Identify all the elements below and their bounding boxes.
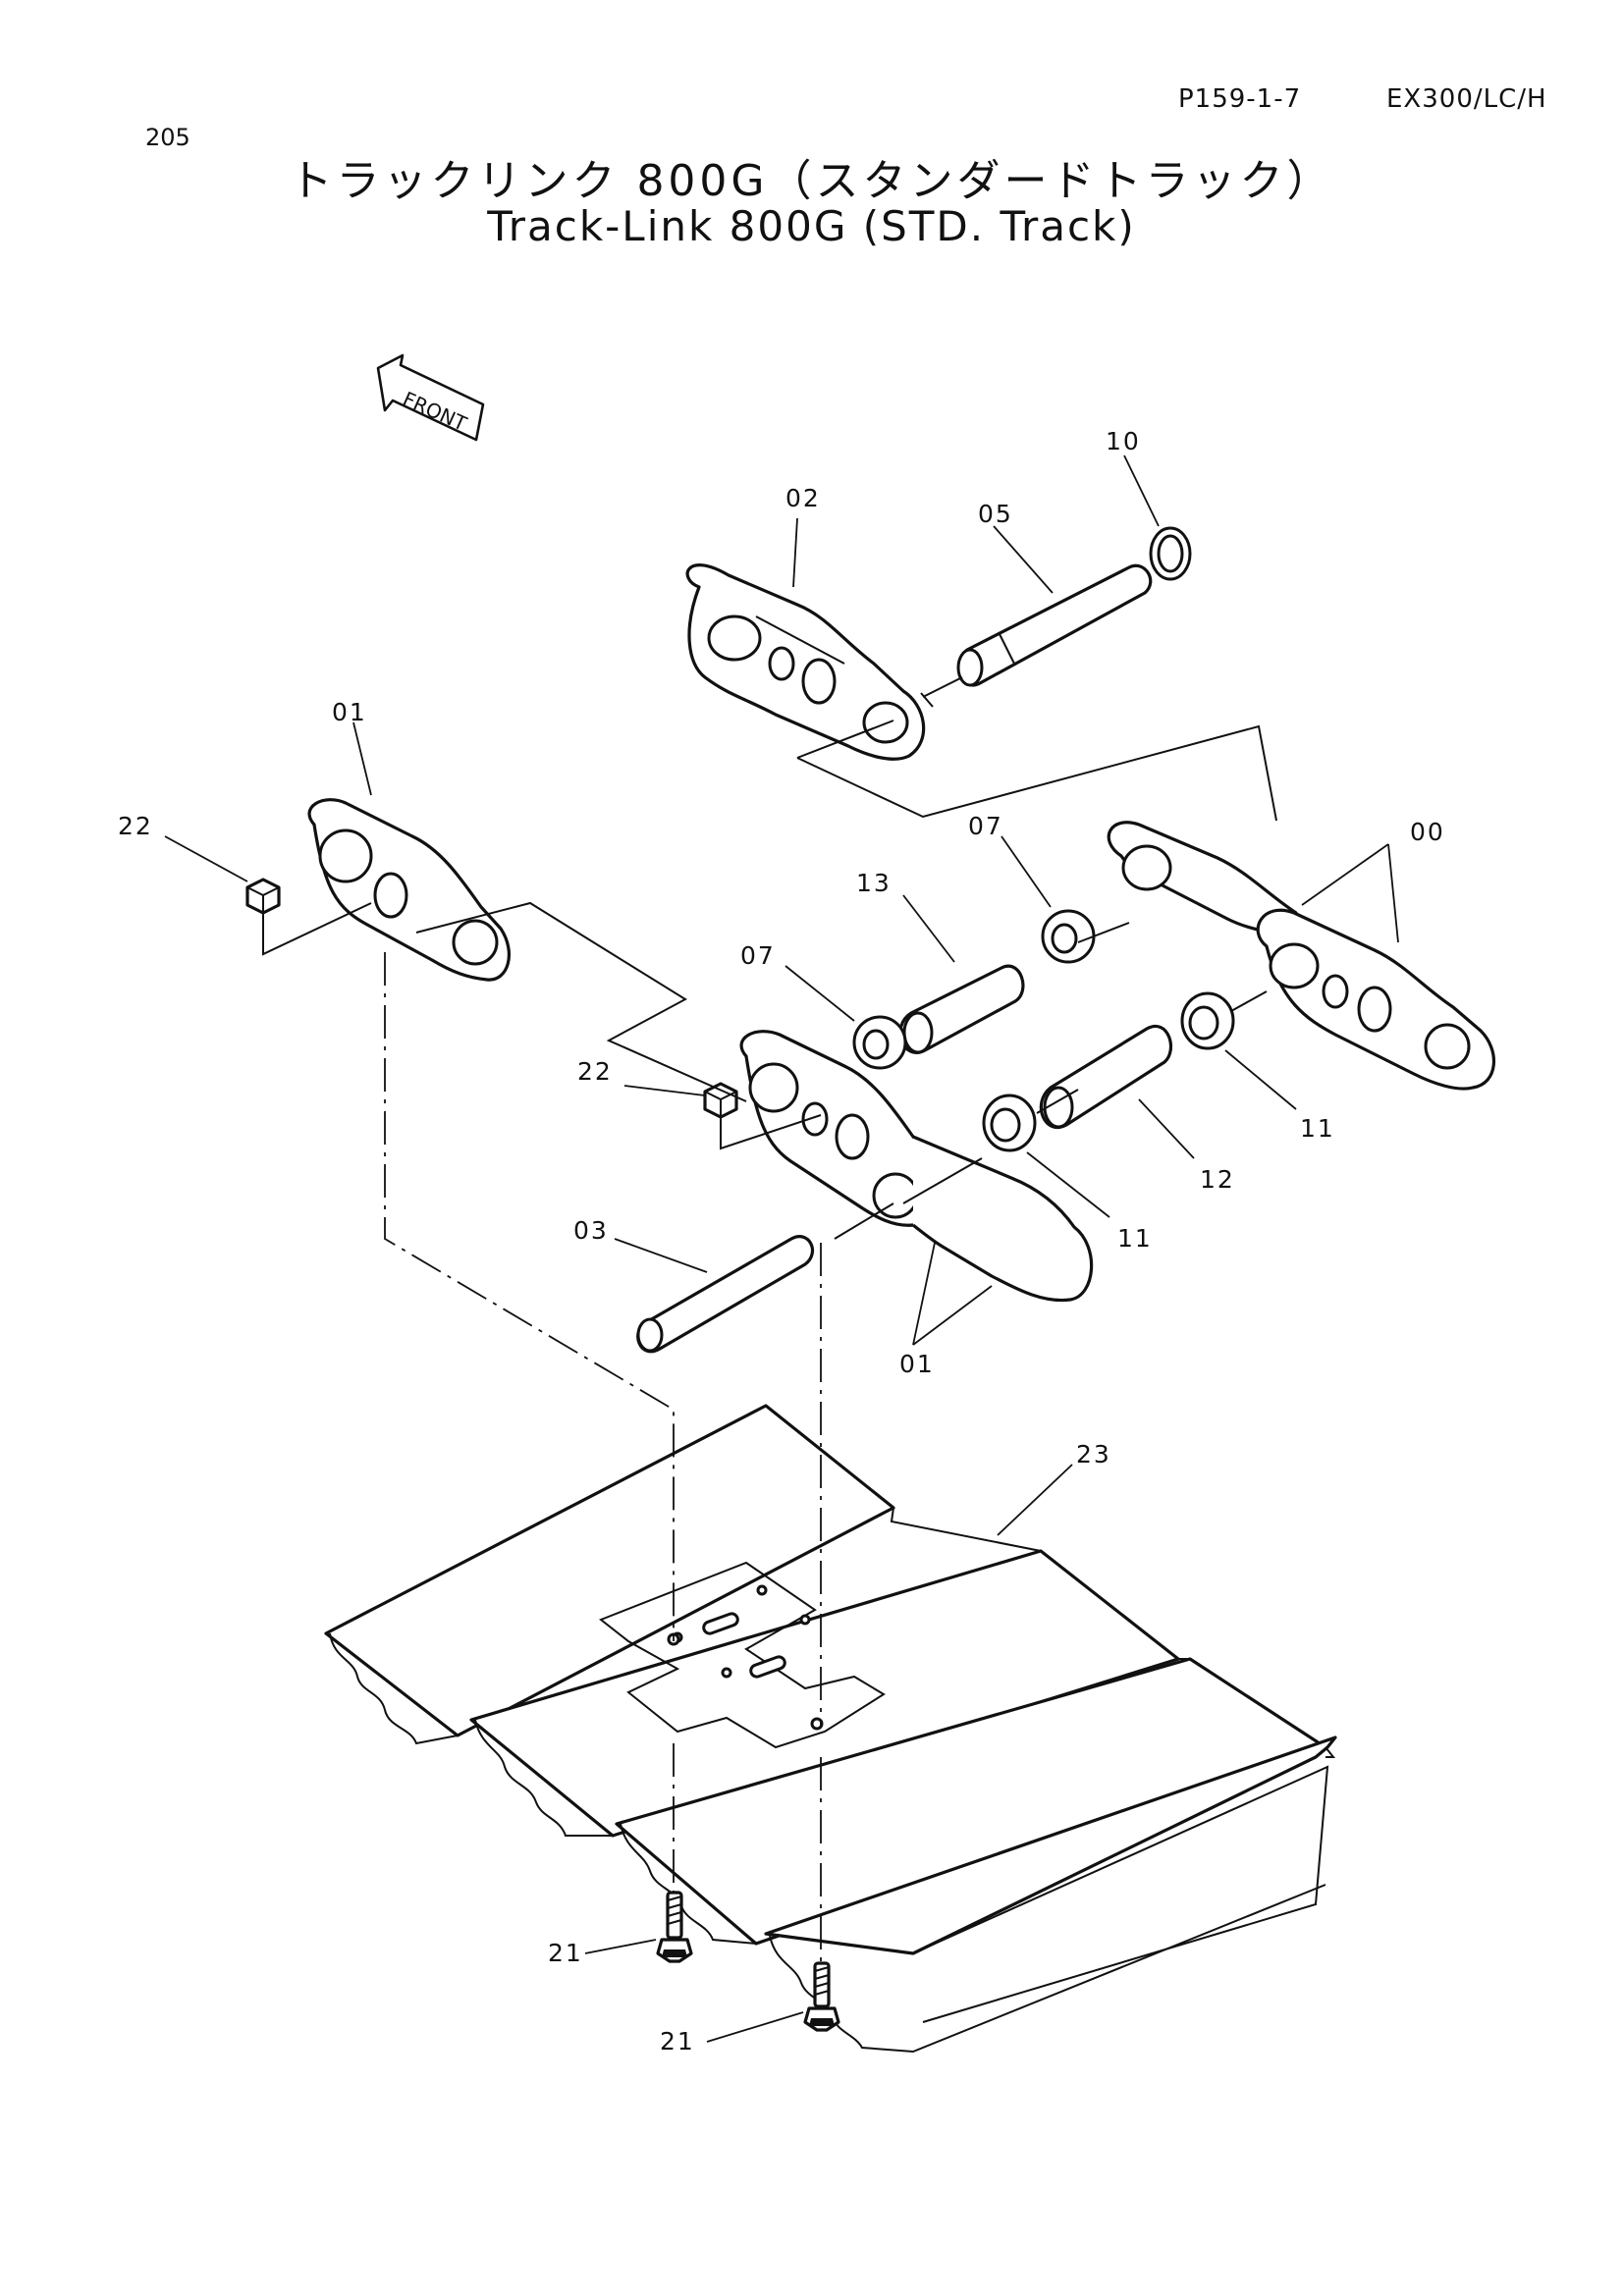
part-05-pin bbox=[956, 563, 1153, 687]
callout-21-upper: 21 bbox=[548, 1939, 583, 1967]
callout-00: 00 bbox=[1410, 818, 1445, 846]
callout-11-lower: 11 bbox=[1117, 1224, 1153, 1253]
part-01-link-lower bbox=[739, 1030, 1094, 1303]
callout-22-lower: 22 bbox=[577, 1057, 613, 1086]
part-11-seal-right bbox=[1180, 991, 1235, 1050]
part-10-snap-ring bbox=[1149, 526, 1192, 581]
callout-10: 10 bbox=[1106, 427, 1141, 455]
model-code: EX300/LC/H bbox=[1386, 84, 1547, 114]
callout-03: 03 bbox=[573, 1216, 609, 1245]
part-22-nut-upper bbox=[245, 878, 281, 915]
part-03-pin bbox=[636, 1235, 815, 1354]
page-code: P159-1-7 bbox=[1178, 84, 1302, 114]
part-01-link-upper bbox=[307, 798, 511, 982]
callout-01-bottom: 01 bbox=[899, 1350, 935, 1378]
part-21-bolt-lower bbox=[803, 1961, 840, 2032]
callout-13: 13 bbox=[856, 869, 892, 897]
callout-01-top: 01 bbox=[332, 698, 367, 726]
callout-05: 05 bbox=[978, 500, 1013, 528]
part-00-link-assembly bbox=[1107, 821, 1495, 1091]
part-21-bolt-upper bbox=[656, 1891, 693, 1963]
callout-12: 12 bbox=[1200, 1165, 1235, 1194]
callout-22-upper: 22 bbox=[118, 812, 153, 840]
part-23-track-shoes bbox=[324, 1404, 1337, 2054]
title-english: Track-Link 800G (STD. Track) bbox=[487, 202, 1136, 250]
part-13-bushing bbox=[898, 964, 1025, 1054]
part-07-seal-lower bbox=[852, 1015, 907, 1070]
callout-07-upper: 07 bbox=[968, 812, 1003, 840]
part-07-seal-upper bbox=[1041, 909, 1096, 964]
part-02-link bbox=[685, 563, 926, 761]
part-11-seal-lower bbox=[982, 1094, 1037, 1152]
page-number: 205 bbox=[145, 124, 190, 151]
callout-11-right: 11 bbox=[1300, 1114, 1335, 1143]
front-arrow: FRONT bbox=[376, 353, 485, 442]
callout-23: 23 bbox=[1076, 1440, 1111, 1468]
callout-07-lower: 07 bbox=[740, 941, 776, 970]
callout-02: 02 bbox=[785, 484, 821, 512]
part-22-nut-lower bbox=[703, 1082, 738, 1119]
title-japanese: トラックリンク 800G（スタンダードトラック） bbox=[289, 156, 1334, 206]
callout-21-lower: 21 bbox=[660, 2027, 695, 2056]
